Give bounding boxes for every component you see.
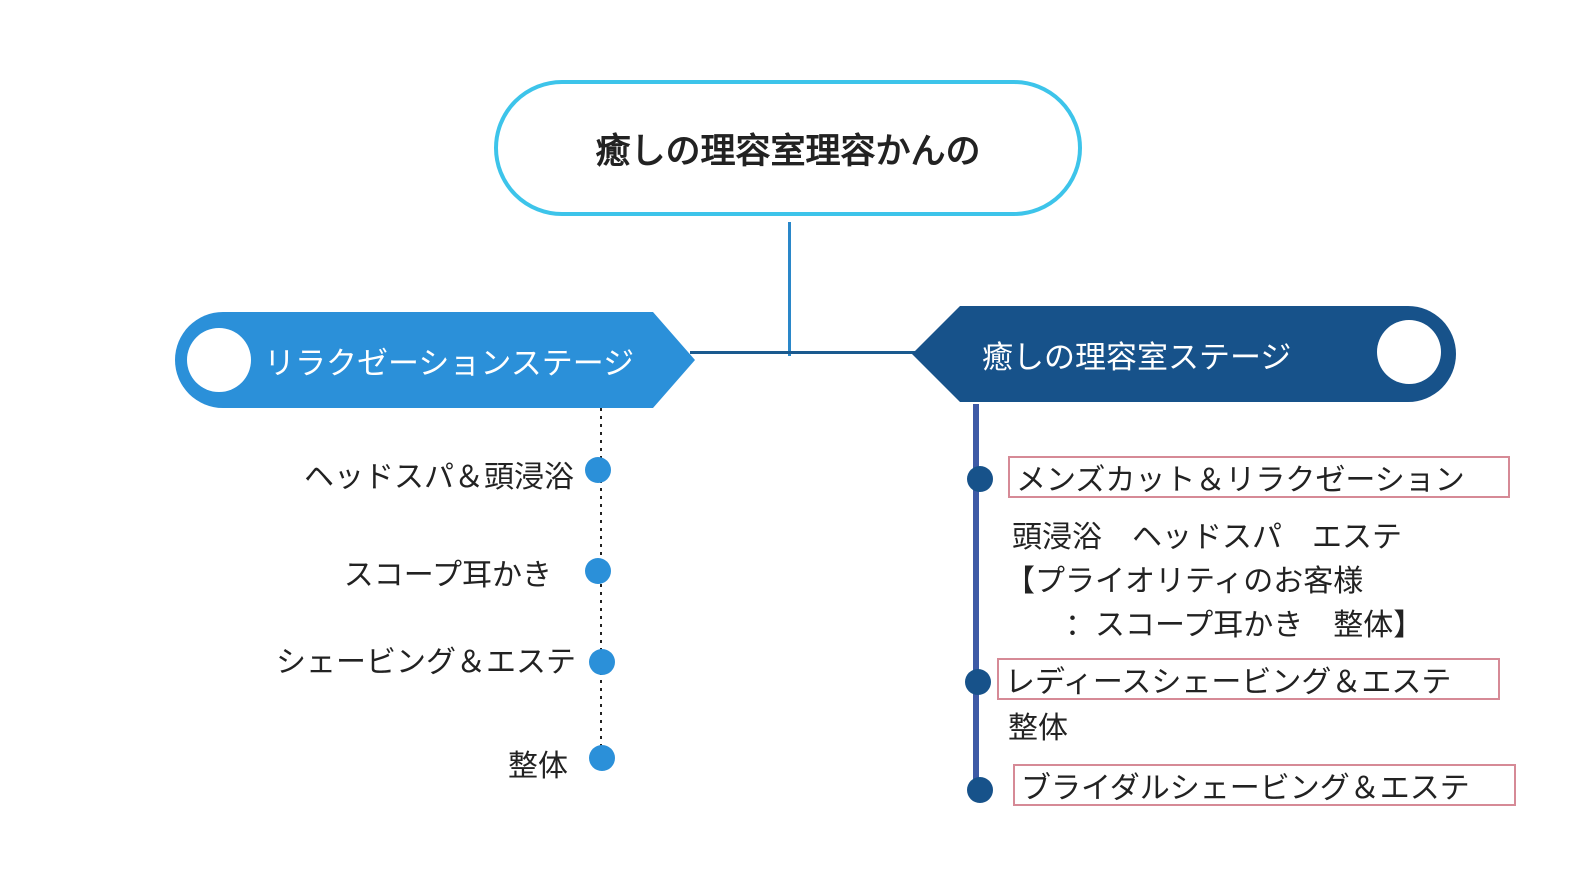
left-item: 整体	[508, 749, 568, 784]
left-item: シェービング＆エステ	[276, 645, 576, 680]
right-item-detail: 頭浸浴 ヘッドスパ エステ	[1012, 520, 1402, 555]
right-timeline-line	[973, 404, 979, 788]
right-item-dot	[965, 669, 991, 695]
branch-connector-line	[690, 351, 920, 354]
right-branch-title: 癒しの理容室ステージ	[982, 339, 1292, 376]
right-item-detail: ：スコープ耳かき 整体】	[1005, 608, 1424, 643]
left-item-dot	[585, 558, 611, 584]
right-item-detail: 整体	[1008, 711, 1068, 746]
root-node: 癒しの理容室理容かんの	[494, 80, 1082, 216]
right-item-heading: ブライダルシェービング＆エステ	[1013, 764, 1516, 806]
root-connector-line	[788, 222, 791, 356]
right-branch-banner	[912, 306, 1456, 402]
left-item-dot	[589, 649, 615, 675]
right-banner-circle-icon	[1377, 320, 1441, 384]
left-branch-banner	[175, 312, 695, 408]
right-item-heading: メンズカット＆リラクゼーション	[1008, 456, 1510, 498]
root-title: 癒しの理容室理容かんの	[595, 131, 981, 172]
right-item-dot	[967, 466, 993, 492]
left-item-dot	[585, 457, 611, 483]
left-item-dot	[589, 745, 615, 771]
left-branch-title: リラクゼーションステージ	[264, 345, 635, 382]
left-banner-circle-icon	[187, 328, 251, 392]
right-item-heading: レディースシェービング＆エステ	[997, 658, 1500, 700]
left-item: スコープ耳かき	[343, 558, 552, 593]
right-item-detail: 【プライオリティのお客様	[1005, 564, 1364, 599]
left-item: ヘッドスパ＆頭浸浴	[304, 460, 574, 495]
right-item-dot	[967, 777, 993, 803]
